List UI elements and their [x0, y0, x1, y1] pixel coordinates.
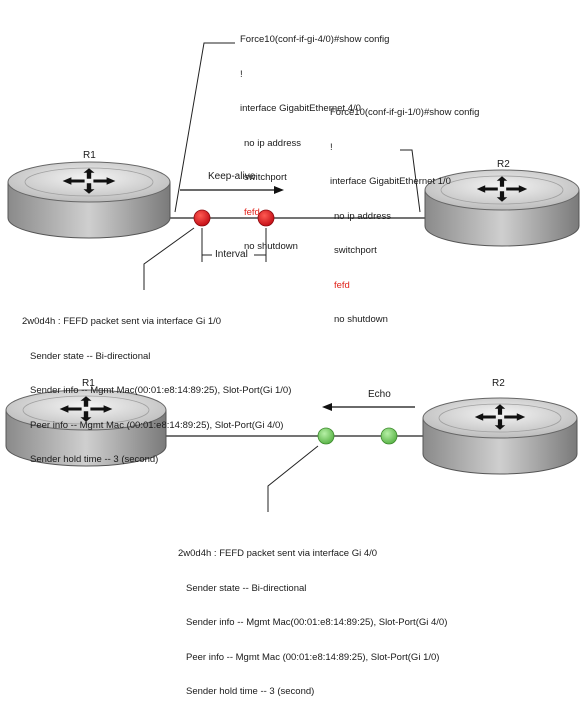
bottom-fefd-log: 2w0d4h : FEFD packet sent via interface …	[178, 525, 447, 709]
r1-config-prompt: Force10(conf-if-gi-4/0)#show config	[240, 34, 390, 45]
r2-config-line: switchport	[334, 245, 377, 256]
r2-config-line: no ip address	[334, 210, 392, 222]
r2-config-prompt: Force10(conf-if-gi-1/0)#show config	[330, 107, 480, 118]
echo-arrowhead	[322, 403, 332, 411]
r1-config-last: no shutdown	[244, 241, 298, 252]
top-log-line: Sender hold time -- 3 (second)	[30, 454, 159, 465]
echo-label: Echo	[368, 389, 391, 400]
top-log-header: 2w0d4h : FEFD packet sent via interface …	[22, 316, 222, 327]
r1-config-interface: interface GigabitEthernet 4/0	[240, 103, 361, 114]
keepalive-label: Keep-alive	[208, 171, 256, 182]
top-log-line: Peer info -- Mgmt Mac (00:01:e8:14:89:25…	[30, 419, 284, 431]
r1-config-callout-line	[174, 42, 235, 213]
r2-config-last: no shutdown	[334, 314, 388, 325]
router-r1-bottom	[5, 389, 167, 467]
r1-config-line: switchport	[244, 172, 287, 183]
bottom-log-line: Sender info -- Mgmt Mac(00:01:e8:14:89:2…	[186, 617, 448, 628]
keepalive-arrowhead	[274, 186, 284, 194]
r1-config-fefd: fefd	[244, 206, 260, 218]
bottom-log-callout-line	[267, 445, 319, 512]
fefd-diagram	[5, 42, 580, 512]
bottom-log-line: Sender state -- Bi-directional	[186, 582, 307, 594]
r1-config-block: Force10(conf-if-gi-4/0)#show config ! in…	[240, 11, 389, 264]
r2-config-bang: !	[330, 141, 333, 153]
top-log-callout-line	[143, 227, 195, 290]
bottom-log-line: Peer info -- Mgmt Mac (00:01:e8:14:89:25…	[186, 651, 440, 663]
router-r2-bottom	[422, 397, 578, 475]
r1-label-top: R1	[83, 150, 96, 161]
green-packet-2	[380, 427, 398, 445]
bottom-log-line: Sender hold time -- 3 (second)	[186, 686, 315, 697]
r1-config-line: no ip address	[244, 137, 302, 149]
r2-config-interface: interface GigabitEthernet 1/0	[330, 176, 451, 187]
top-fefd-log: 2w0d4h : FEFD packet sent via interface …	[22, 293, 291, 477]
top-log-line: Sender info -- Mgmt Mac(00:01:e8:14:89:2…	[30, 385, 292, 396]
r2-config-fefd: fefd	[334, 279, 350, 291]
router-r1-top	[7, 161, 171, 239]
r2-label-bottom: R2	[492, 378, 505, 389]
top-log-line: Sender state -- Bi-directional	[30, 350, 151, 362]
r2-config-block: Force10(conf-if-gi-1/0)#show config ! in…	[330, 84, 479, 337]
r1-config-bang: !	[240, 68, 243, 80]
router-r2-top	[424, 169, 580, 247]
green-packet-1	[317, 427, 335, 445]
interval-label: Interval	[215, 249, 248, 260]
r2-label-top: R2	[497, 159, 510, 170]
r2-config-callout-line	[400, 149, 421, 213]
bottom-log-header: 2w0d4h : FEFD packet sent via interface …	[178, 548, 378, 559]
r1-label-bottom: R1	[82, 378, 95, 389]
red-packet-1	[193, 209, 211, 227]
red-packet-2	[257, 209, 275, 227]
interval-bracket	[201, 228, 267, 262]
